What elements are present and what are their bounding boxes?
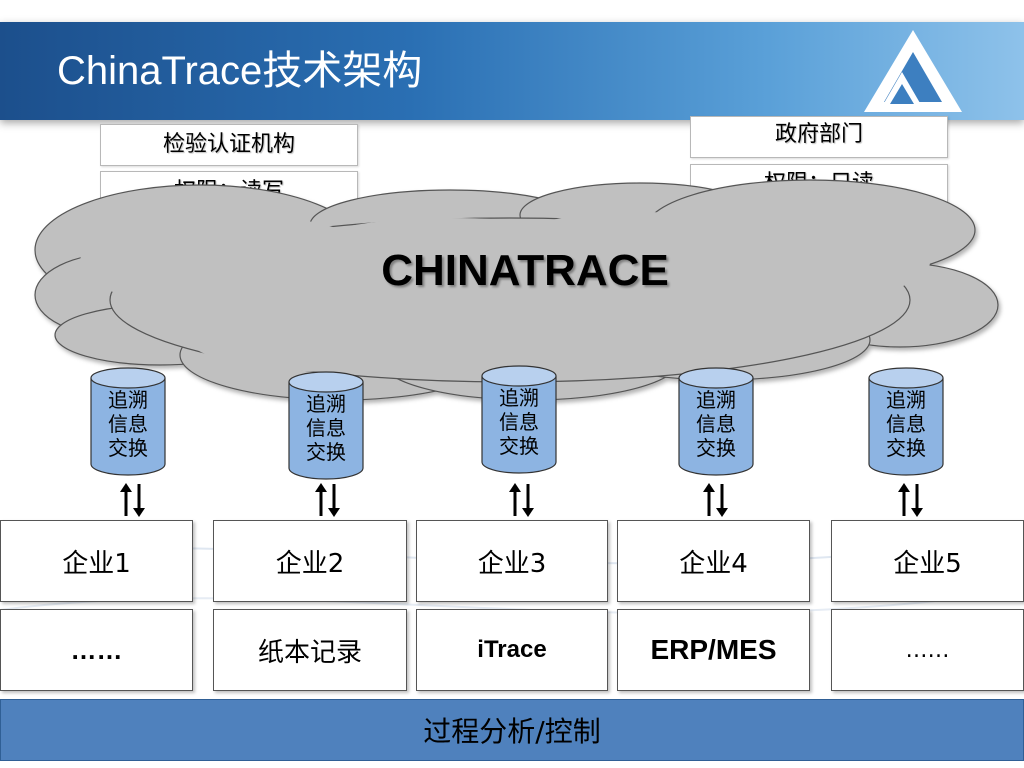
enterprise-box: 企业3 [416, 520, 608, 602]
process-control-bar: 过程分析/控制 [0, 699, 1024, 761]
system-box: 纸本记录 [213, 609, 407, 691]
triangle-logo-icon [864, 30, 962, 112]
bidirectional-arrow-icon [898, 483, 923, 517]
exchange-label: 追溯 信息 交换 [108, 388, 148, 460]
chinatrace-cloud [34, 179, 999, 401]
bidirectional-arrow-icon [703, 483, 728, 517]
cloud-label: CHINATRACE [381, 246, 669, 295]
bidirectional-arrow-icon [120, 483, 145, 517]
exchange-label: 追溯 信息 交换 [306, 392, 346, 464]
title-bar [0, 22, 1024, 120]
exchange-cylinder: 追溯 信息 交换 [480, 364, 558, 476]
exchange-cylinder: 追溯 信息 交换 [677, 366, 755, 478]
cylinder-shape [868, 367, 944, 476]
exchange-label: 追溯 信息 交换 [886, 388, 926, 460]
enterprise-box: 企业4 [617, 520, 810, 602]
enterprise-box: 企业5 [831, 520, 1024, 602]
exchange-cylinder: 追溯 信息 交换 [867, 366, 945, 478]
authority-name: 检验认证机构 [162, 132, 295, 157]
enterprise-box: 企业1 [0, 520, 193, 602]
bidirectional-arrow-icon [509, 483, 534, 517]
system-box: iTrace [416, 609, 608, 691]
exchange-label: 追溯 信息 交换 [499, 386, 539, 458]
system-box: …… [0, 609, 193, 691]
exchange-cylinder: 追溯 信息 交换 [89, 366, 167, 478]
authority-name-box: 政府部门 [690, 116, 948, 158]
exchange-label: 追溯 信息 交换 [696, 388, 736, 460]
cylinder-shape [481, 365, 557, 474]
bidirectional-arrow-icon [315, 483, 340, 517]
system-box: …… [831, 609, 1024, 691]
cylinder-shape [678, 367, 754, 476]
system-box: ERP/MES [617, 609, 810, 691]
slide-title: ChinaTrace技术架构 [57, 49, 423, 93]
enterprise-box: 企业2 [213, 520, 407, 602]
authority-name-box: 检验认证机构 [100, 124, 358, 166]
cylinder-shape [288, 371, 364, 480]
exchange-cylinder: 追溯 信息 交换 [287, 370, 365, 482]
authority-name: 政府部门 [774, 122, 863, 147]
cylinder-shape [90, 367, 166, 476]
